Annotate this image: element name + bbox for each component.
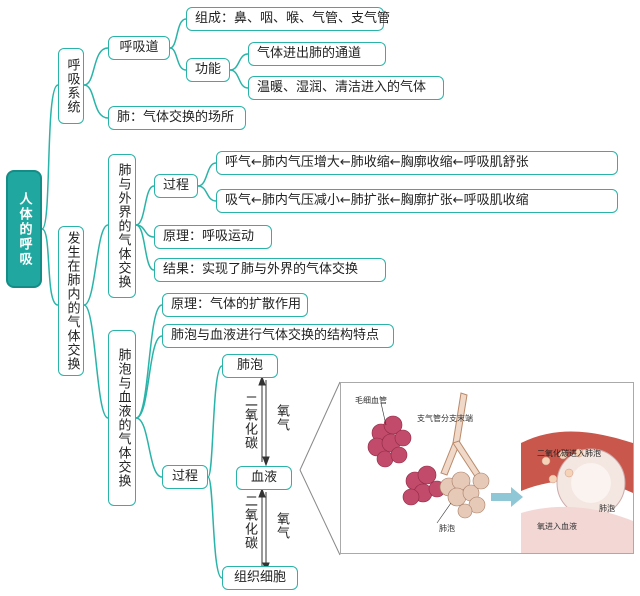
flow-blood-node: 血液 [236, 466, 292, 490]
illustration-alveolus: 肺泡 [439, 524, 455, 533]
illustration-lung-alveolus: 肺泡 [599, 504, 615, 513]
respiratory-tract-label: 呼吸道 [119, 39, 159, 55]
respiratory-system-node: 呼吸系统 [58, 48, 84, 124]
lung-outside-process-node: 过程 [154, 174, 198, 198]
illustration-bronchiole: 支气管分支末端 [417, 414, 473, 423]
function-item-2-label: 温暖、湿润、清洁进入的气体 [257, 79, 427, 95]
alveoli-blood-node: 肺泡与血液的气体交换 [108, 330, 136, 506]
alveoli-principle-node: 原理：气体的扩散作用 [162, 293, 308, 317]
illustration-co2-into-alveoli: 二氧化碳进入肺泡 [537, 449, 601, 458]
lung-outside-label: 肺与外界的气体交换 [115, 163, 131, 289]
gas-exchange-label: 发生在肺内的气体交换 [64, 231, 80, 371]
alveoli-process-node: 过程 [162, 465, 208, 489]
alveoli-blood-label: 肺泡与血液的气体交换 [115, 348, 131, 488]
lung-label: 肺：气体交换的场所 [117, 109, 235, 125]
illustration-o2-into-blood: 氧进入血液 [537, 522, 577, 531]
alveoli-process-label: 过程 [171, 468, 198, 484]
respiratory-system-label: 呼吸系统 [64, 58, 80, 114]
alveoli-illustration-svg [367, 392, 633, 553]
root-node: 人体的呼吸 [6, 170, 42, 288]
lung-outside-principle-node: 原理：呼吸运动 [154, 225, 272, 249]
flow-tissue-label: 组织细胞 [233, 569, 286, 585]
exhale-process-label: 呼气←肺内气压增大←肺收缩←胸廓收缩←呼吸肌舒张 [225, 154, 529, 170]
function-item-1: 气体进出肺的通道 [248, 42, 386, 66]
exhale-process-node: 呼气←肺内气压增大←肺收缩←胸廓收缩←呼吸肌舒张 [216, 151, 618, 175]
alveoli-structure-label: 肺泡与血液进行气体交换的结构特点 [171, 327, 380, 343]
lung-outside-node: 肺与外界的气体交换 [108, 154, 136, 298]
o2-label-upper: 氧气 [274, 404, 289, 432]
composition-label: 组成：鼻、咽、喉、气管、支气管 [195, 10, 391, 26]
co2-label-upper: 二氧化碳 [242, 394, 257, 450]
flow-blood-label: 血液 [250, 469, 277, 485]
function-label: 功能 [194, 61, 221, 77]
alveoli-principle-label: 原理：气体的扩散作用 [171, 296, 302, 312]
function-item-1-label: 气体进出肺的通道 [257, 45, 362, 61]
respiratory-tract-node: 呼吸道 [108, 36, 170, 60]
inhale-process-label: 吸气←肺内气压减小←肺扩张←胸廓扩张←呼吸肌收缩 [225, 192, 529, 208]
alveoli-illustration: 毛细血管 支气管分支末端 肺泡 二氧化碳进入肺泡 氧进入血液 肺泡 [340, 382, 634, 554]
illustration-capillary: 毛细血管 [355, 396, 387, 405]
lung-outside-result-label: 结果：实现了肺与外界的气体交换 [163, 261, 359, 277]
function-item-2: 温暖、湿润、清洁进入的气体 [248, 76, 444, 100]
lung-outside-result-node: 结果：实现了肺与外界的气体交换 [154, 258, 386, 282]
flow-alveoli-label: 肺泡 [236, 357, 263, 373]
root-label: 人体的呼吸 [16, 191, 32, 267]
lung-outside-process-label: 过程 [162, 177, 189, 193]
function-node: 功能 [186, 58, 230, 82]
alveoli-structure-node: 肺泡与血液进行气体交换的结构特点 [162, 324, 394, 348]
o2-label-lower: 氧气 [274, 512, 289, 540]
gas-exchange-node: 发生在肺内的气体交换 [58, 226, 84, 376]
lung-outside-principle-label: 原理：呼吸运动 [163, 228, 255, 244]
composition-node: 组成：鼻、咽、喉、气管、支气管 [186, 7, 390, 31]
lung-node: 肺：气体交换的场所 [108, 106, 246, 130]
co2-label-lower: 二氧化碳 [242, 494, 257, 550]
flow-alveoli-node: 肺泡 [222, 354, 278, 378]
inhale-process-node: 吸气←肺内气压减小←肺扩张←胸廓扩张←呼吸肌收缩 [216, 189, 618, 213]
flow-tissue-node: 组织细胞 [222, 566, 298, 590]
